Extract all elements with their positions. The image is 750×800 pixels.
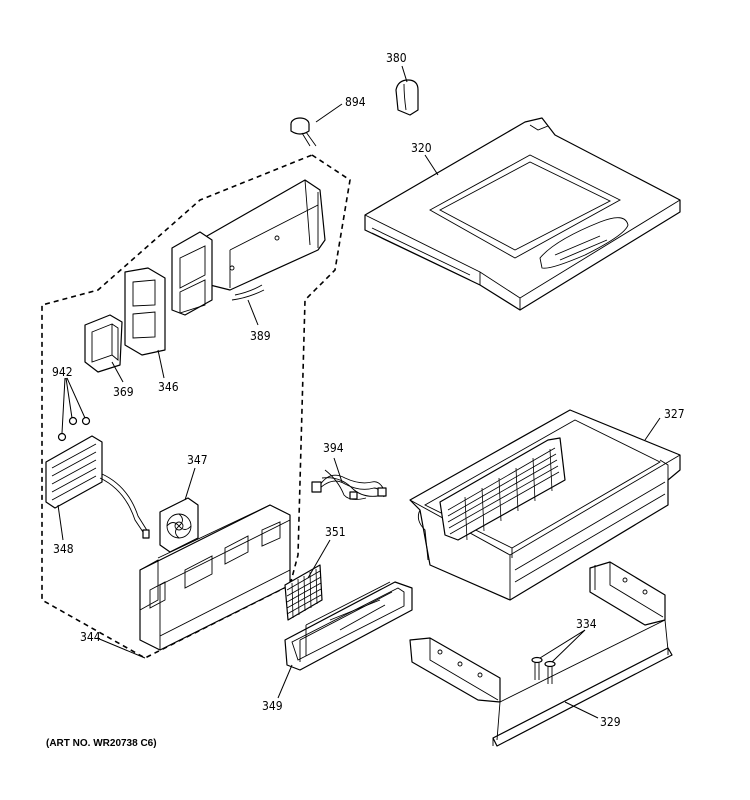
- callout-348: 348: [53, 542, 74, 556]
- callout-380: 380: [386, 51, 407, 65]
- assembly-344-boundary: [41, 154, 351, 659]
- callout-327: 327: [664, 407, 685, 421]
- part-894-thermistor: [290, 117, 317, 147]
- part-394-wire-harness: [311, 469, 387, 500]
- callout-942: 942: [52, 365, 73, 379]
- callout-labels: 380 894 320 389 942 369 346 327 394 347 …: [52, 51, 685, 729]
- callout-344: 344: [80, 630, 101, 644]
- part-351-screen: [284, 564, 323, 621]
- callout-351: 351: [325, 525, 346, 539]
- callout-894: 894: [345, 95, 366, 109]
- callout-320: 320: [411, 141, 432, 155]
- part-347-fan: [159, 497, 199, 553]
- part-349-duct: [284, 581, 413, 671]
- part-327-pan: [409, 409, 681, 601]
- part-334-screws: [531, 656, 556, 684]
- callout-369: 369: [113, 385, 134, 399]
- callout-334: 334: [576, 617, 597, 631]
- part-942-screws: [57, 377, 91, 442]
- callout-347: 347: [187, 453, 208, 467]
- part-348-heater: [45, 435, 150, 539]
- callout-346: 346: [158, 380, 179, 394]
- callout-389: 389: [250, 329, 271, 343]
- part-380-cap: [395, 79, 419, 116]
- part-housing-upper: [171, 179, 326, 316]
- part-346-frame: [124, 267, 166, 356]
- part-369-damper: [84, 314, 123, 373]
- part-329-frame: [409, 561, 673, 747]
- art-number: (ART NO. WR20738 C6): [46, 738, 157, 749]
- callout-329: 329: [600, 715, 621, 729]
- part-320-cover: [364, 117, 681, 311]
- leader-lines: [57, 65, 661, 719]
- callout-349: 349: [262, 699, 283, 713]
- callout-394: 394: [323, 441, 344, 455]
